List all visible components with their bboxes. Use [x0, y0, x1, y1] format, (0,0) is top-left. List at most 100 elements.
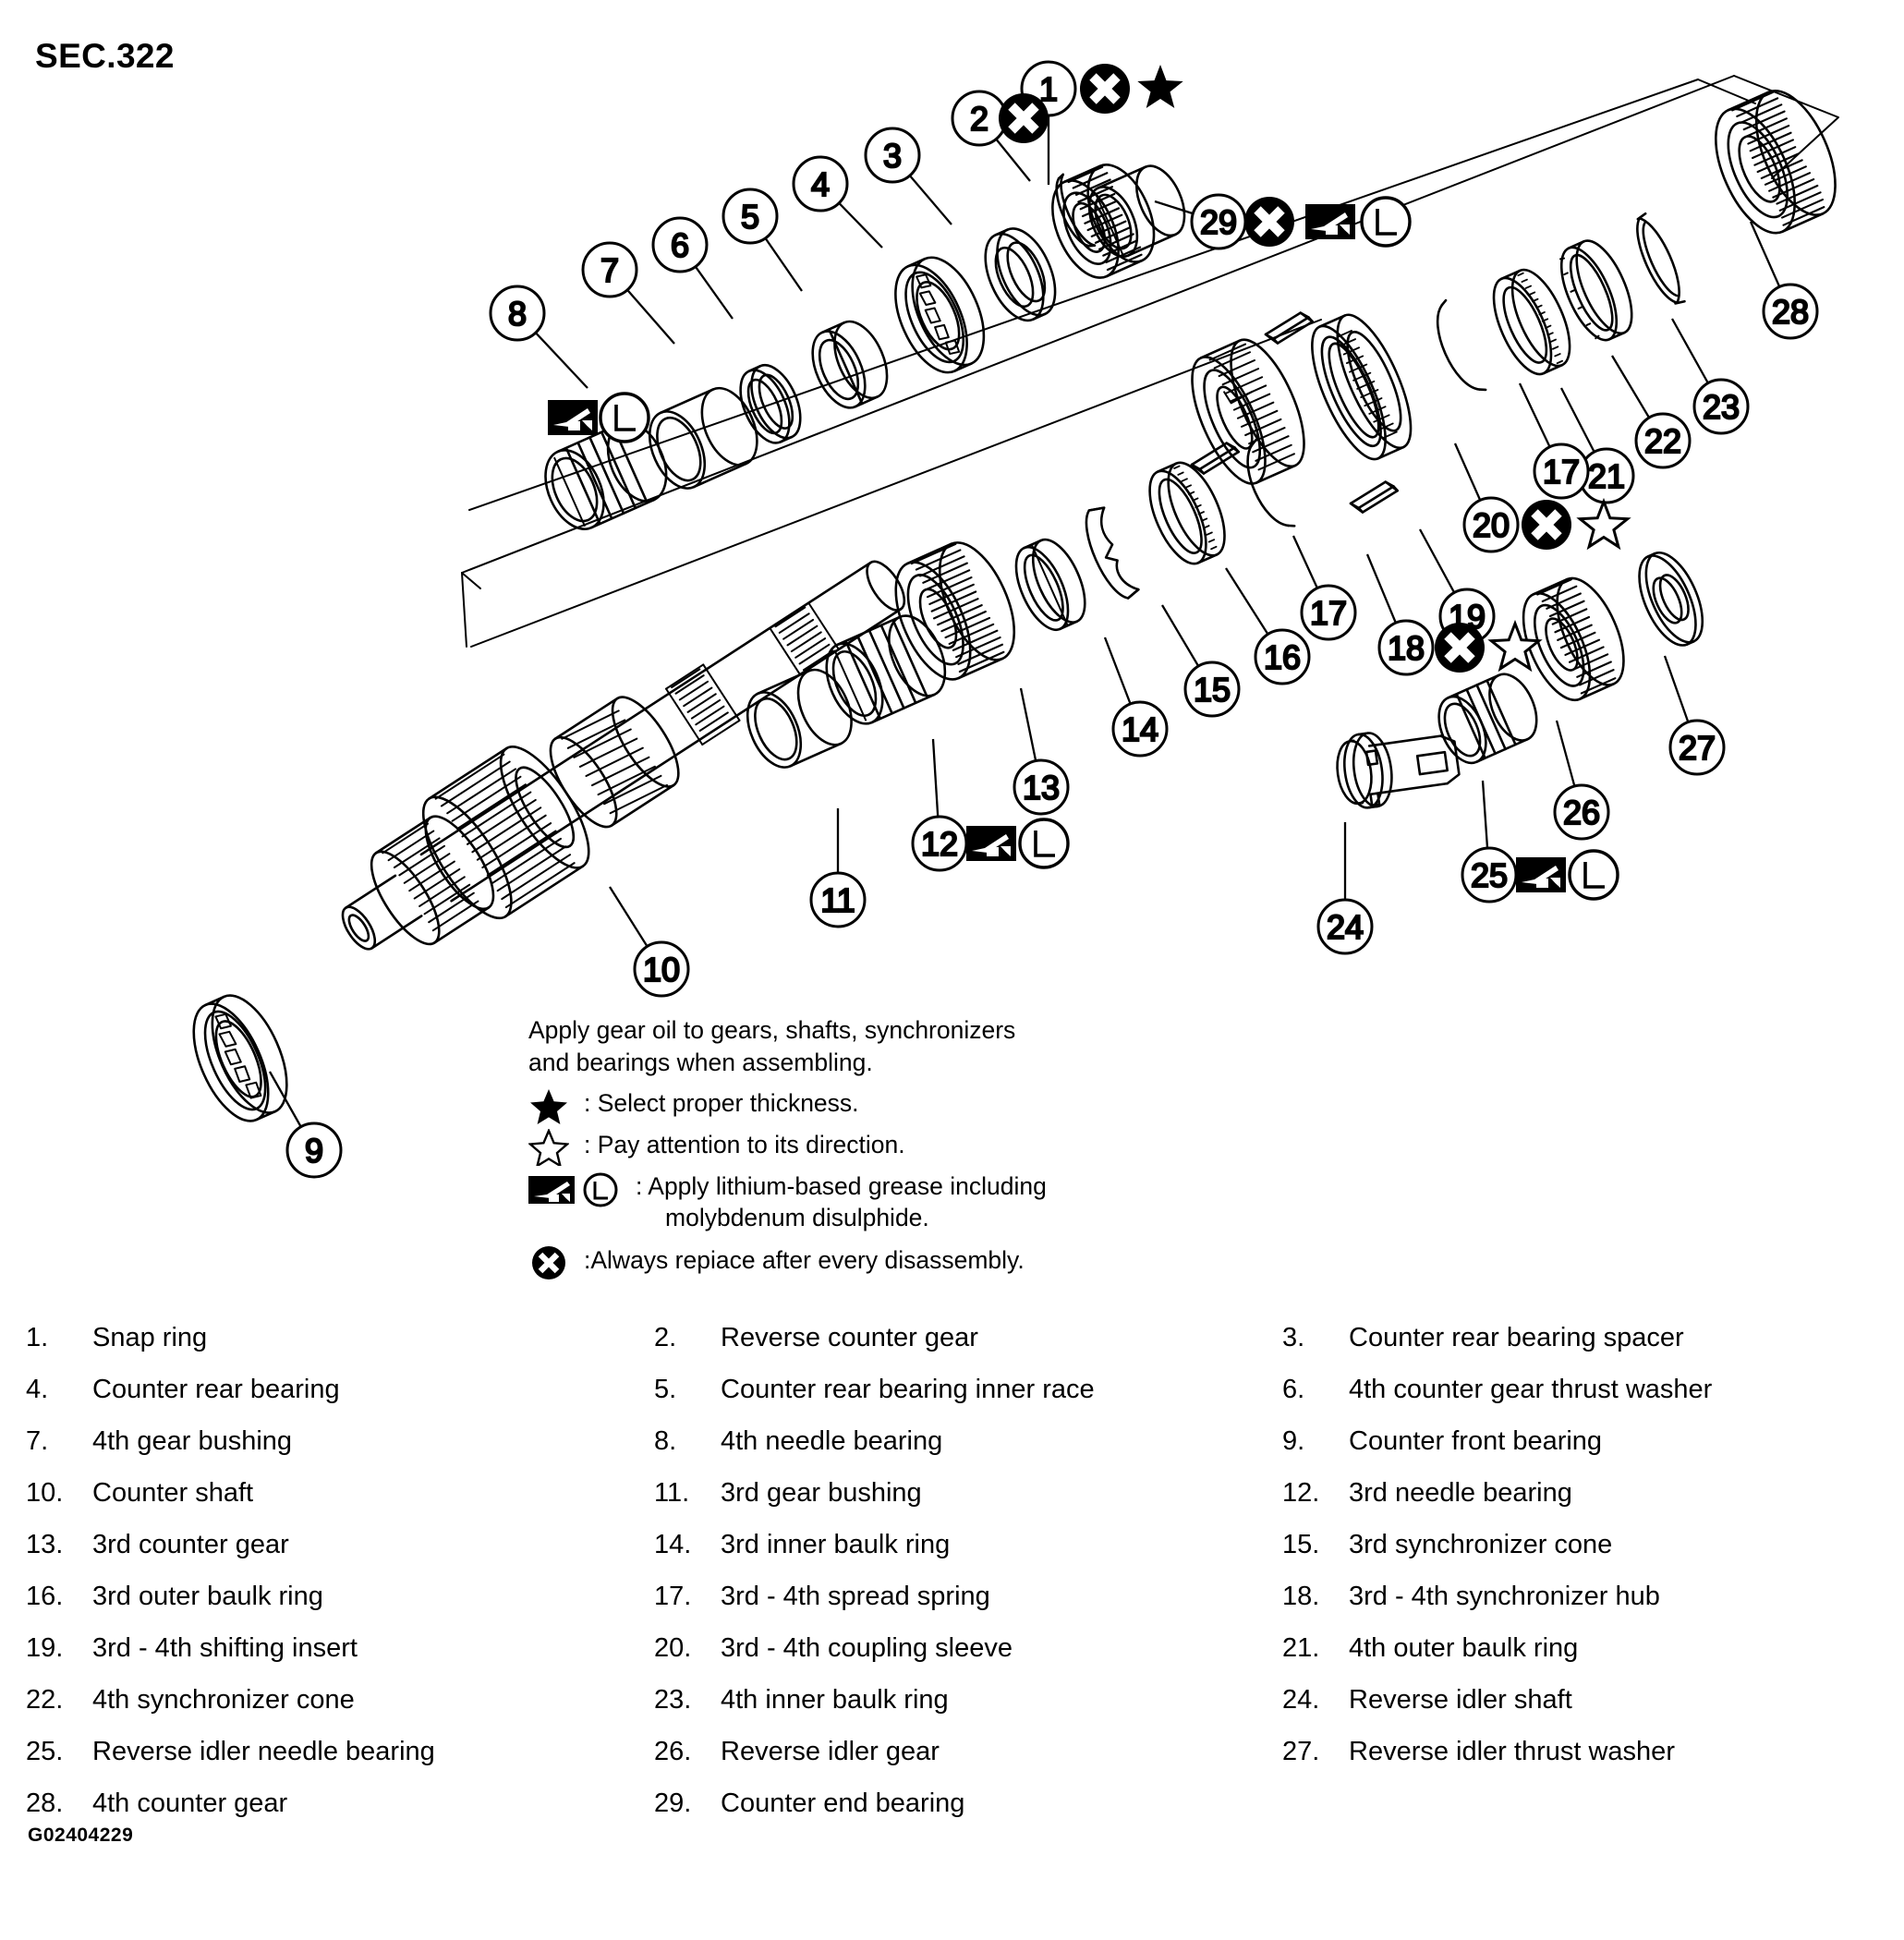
callout-balloon-26: 26	[1553, 720, 1610, 841]
callout-balloon-2: 2	[951, 90, 1031, 182]
part-list-item: 20.3rd - 4th coupling sleeve	[654, 1633, 1282, 1685]
note-select-thickness-label: : Select proper thickness.	[584, 1089, 859, 1117]
part-list-item: 11.3rd gear bushing	[654, 1478, 1282, 1530]
callout-balloon-11: 11	[809, 808, 867, 928]
callout-balloon-17: 17	[1292, 535, 1357, 641]
part-list-item: 18.3rd - 4th synchronizer hub	[1282, 1582, 1883, 1633]
part-list-item: 6.4th counter gear thrust washer	[1282, 1375, 1883, 1426]
part-label: Counter rear bearing spacer	[1349, 1323, 1684, 1352]
callout-balloon-12: 12	[911, 738, 968, 872]
part-label: 3rd needle bearing	[1349, 1478, 1572, 1508]
callout-balloon-24: 24	[1316, 822, 1374, 955]
solid-star-icon	[528, 1087, 584, 1124]
callout-circle	[1377, 619, 1435, 676]
note-general-line2: and bearings when assembling.	[528, 1049, 873, 1076]
part-list-item: 19.3rd - 4th shifting insert	[26, 1633, 654, 1685]
callout-circle	[1553, 783, 1610, 841]
part-list-item: 27.Reverse idler thrust washer	[1282, 1737, 1883, 1788]
callout-circle	[1668, 719, 1726, 776]
part-list-item: 25.Reverse idler needle bearing	[26, 1737, 654, 1788]
part-7-gear-bushing	[648, 386, 758, 490]
part-list-item: 13.3rd counter gear	[26, 1530, 654, 1582]
callout-number: 11	[820, 881, 855, 919]
part-number: 27.	[1282, 1737, 1320, 1766]
grease-L-icon	[528, 1170, 636, 1207]
part-22-4th-synchronizer-cone	[1559, 239, 1633, 342]
part-number: 11.	[654, 1478, 690, 1508]
part-label: Reverse idler gear	[721, 1737, 940, 1766]
callout-number: 8	[508, 295, 527, 333]
part-list-item: 15.3rd synchronizer cone	[1282, 1530, 1883, 1582]
part-17b-spread-spring	[1436, 298, 1487, 392]
part-list-item: 7.4th gear bushing	[26, 1426, 654, 1478]
note-grease: : Apply lithium-based grease including m…	[528, 1170, 1175, 1233]
part-number: 17.	[654, 1582, 692, 1611]
callout-number: 10	[643, 951, 680, 988]
callout-balloon-10: 10	[609, 886, 690, 998]
callout-circle	[1111, 700, 1169, 758]
part-list-item: 9.Counter front bearing	[1282, 1426, 1883, 1478]
part-label: 4th synchronizer cone	[92, 1685, 355, 1715]
callout-number: 27	[1679, 729, 1716, 767]
assembly-notes: Apply gear oil to gears, shafts, synchro…	[528, 1014, 1175, 1279]
part-label: 3rd inner baulk ring	[721, 1530, 951, 1559]
callout-circle	[1013, 758, 1070, 816]
callout-circle	[864, 127, 921, 184]
part-label: 3rd - 4th coupling sleeve	[721, 1633, 1013, 1663]
callout-balloon-16: 16	[1225, 567, 1311, 685]
part-13-3rd-counter-gear	[894, 541, 1016, 681]
callout-number: 9	[305, 1132, 323, 1170]
replace-x-icon	[1080, 64, 1130, 114]
callout-balloon-8: 8	[489, 285, 588, 389]
part-label: Counter rear bearing	[92, 1375, 340, 1404]
part-2-reverse-counter-gear	[1051, 164, 1156, 279]
callout-number: 22	[1644, 422, 1681, 460]
part-number: 4.	[26, 1375, 49, 1404]
open-star-icon	[1576, 497, 1631, 551]
part-list-item: 26.Reverse idler gear	[654, 1737, 1282, 1788]
callout-circle	[722, 188, 779, 245]
callout-number: 21	[1588, 457, 1625, 495]
grease-icon	[548, 400, 598, 435]
part-number: 24.	[1282, 1685, 1320, 1715]
part-number: 3.	[1282, 1323, 1305, 1352]
callout-number: 2	[970, 100, 988, 138]
replace-x-icon	[528, 1244, 584, 1279]
callout-number: 7	[600, 251, 619, 289]
callout-number: 26	[1563, 794, 1600, 831]
callout-balloon-4: 4	[792, 155, 883, 249]
part-list-item: 23.4th inner baulk ring	[654, 1685, 1282, 1737]
callout-circle	[1462, 496, 1520, 553]
part-number: 21.	[1282, 1633, 1320, 1663]
part-number: 2.	[654, 1323, 677, 1352]
solid-star-icon	[1137, 65, 1183, 108]
part-21-4th-outer-baulk-ring	[1492, 268, 1571, 376]
replace-x-icon	[1244, 197, 1294, 247]
part-list-item: 4. Counter rear bearing	[26, 1375, 654, 1426]
part-label: 4th outer baulk ring	[1349, 1633, 1579, 1663]
callout-balloon-3: 3	[864, 127, 952, 225]
callout-circle	[1533, 443, 1590, 500]
part-18-synchronizer-hub	[1191, 338, 1305, 485]
callout-balloon-18: 18	[1365, 553, 1435, 676]
callout-number: 14	[1122, 710, 1158, 748]
part-label: 3rd outer baulk ring	[92, 1582, 323, 1611]
callout-number: 15	[1194, 671, 1231, 709]
part-list-item: 12.3rd needle bearing	[1282, 1478, 1883, 1530]
part-list-item: 17.3rd - 4th spread spring	[654, 1582, 1282, 1633]
callout-circle	[1762, 283, 1819, 340]
note-replace: :Always repiace after every disassembly.	[528, 1244, 1175, 1279]
part-label: 4th needle bearing	[721, 1426, 943, 1456]
L-icon	[599, 392, 650, 443]
part-label: 4th gear bushing	[92, 1426, 293, 1456]
callout-number: 18	[1388, 629, 1425, 667]
callout-number: 17	[1543, 453, 1580, 491]
callout-circle	[489, 285, 546, 342]
callout-balloon-15: 15	[1161, 604, 1241, 718]
callout-number: 4	[811, 165, 830, 203]
callout-circle	[1316, 898, 1374, 955]
callout-balloon-29: 29	[1154, 193, 1247, 250]
callout-circle	[1300, 584, 1357, 641]
grease-icon	[966, 826, 1016, 861]
